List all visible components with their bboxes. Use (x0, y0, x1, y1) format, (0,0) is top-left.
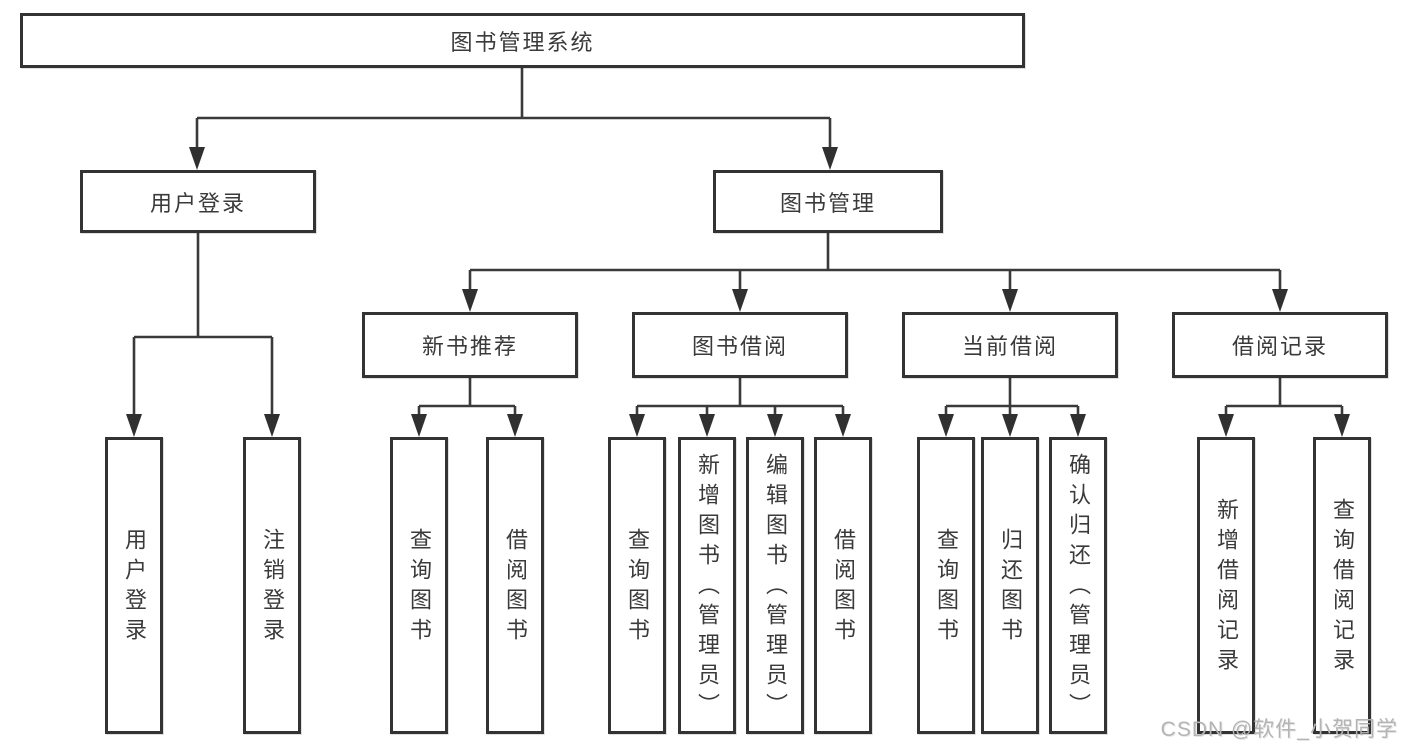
node-book-borrowing: 图书借阅 (632, 312, 848, 378)
arrow-down-icon (462, 289, 478, 312)
arrow-down-icon (1070, 414, 1086, 437)
leaf-user-login: 用户登录 (105, 437, 163, 734)
connector-new-book-recommendation (411, 378, 523, 437)
leaf-confirm-return-admin: 确认归还（管理员） (1049, 437, 1107, 734)
arrow-down-icon (1272, 289, 1288, 312)
leaf-query-books-current: 查询图书 (917, 437, 975, 734)
leaf-logout: 注销登录 (243, 437, 301, 734)
arrow-down-icon (126, 414, 142, 437)
arrow-down-icon (767, 414, 783, 437)
connector-book-borrowing (629, 378, 851, 437)
arrow-down-icon (1002, 289, 1018, 312)
node-user-login: 用户登录 (80, 170, 316, 233)
connector-user-login-to-children (126, 233, 280, 437)
arrow-down-icon (1218, 414, 1234, 437)
arrow-down-icon (189, 147, 205, 170)
connector-borrowing-records (1218, 378, 1350, 437)
node-root-library-management-system: 图书管理系统 (20, 13, 1025, 68)
node-borrowing-records: 借阅记录 (1172, 312, 1388, 378)
leaf-return-books: 归还图书 (981, 437, 1039, 734)
connector-root-to-level2 (189, 68, 838, 170)
arrow-down-icon (264, 414, 280, 437)
node-book-management: 图书管理 (713, 170, 943, 233)
connector-book-management-to-sections (462, 233, 1288, 312)
connector-current-borrowing (938, 378, 1086, 437)
leaf-borrow-books-recommend: 借阅图书 (486, 437, 544, 734)
leaf-query-books-borrowing: 查询图书 (608, 437, 666, 734)
leaf-edit-books-admin: 编辑图书（管理员） (746, 437, 804, 734)
arrow-down-icon (822, 147, 838, 170)
leaf-add-borrow-record: 新增借阅记录 (1197, 437, 1255, 734)
node-current-borrowing: 当前借阅 (902, 312, 1118, 378)
node-new-book-recommendation: 新书推荐 (362, 312, 578, 378)
arrow-down-icon (699, 414, 715, 437)
arrow-down-icon (1002, 414, 1018, 437)
leaf-borrow-books: 借阅图书 (814, 437, 872, 734)
arrow-down-icon (507, 414, 523, 437)
leaf-query-books-recommend: 查询图书 (390, 437, 448, 734)
leaf-query-borrow-record: 查询借阅记录 (1313, 437, 1371, 734)
arrow-down-icon (732, 289, 748, 312)
arrow-down-icon (411, 414, 427, 437)
csdn-watermark: CSDN @软件_小贺同学 (1160, 718, 1398, 741)
leaf-add-books-admin: 新增图书（管理员） (678, 437, 736, 734)
arrow-down-icon (629, 414, 645, 437)
arrow-down-icon (1334, 414, 1350, 437)
arrow-down-icon (938, 414, 954, 437)
arrow-down-icon (835, 414, 851, 437)
